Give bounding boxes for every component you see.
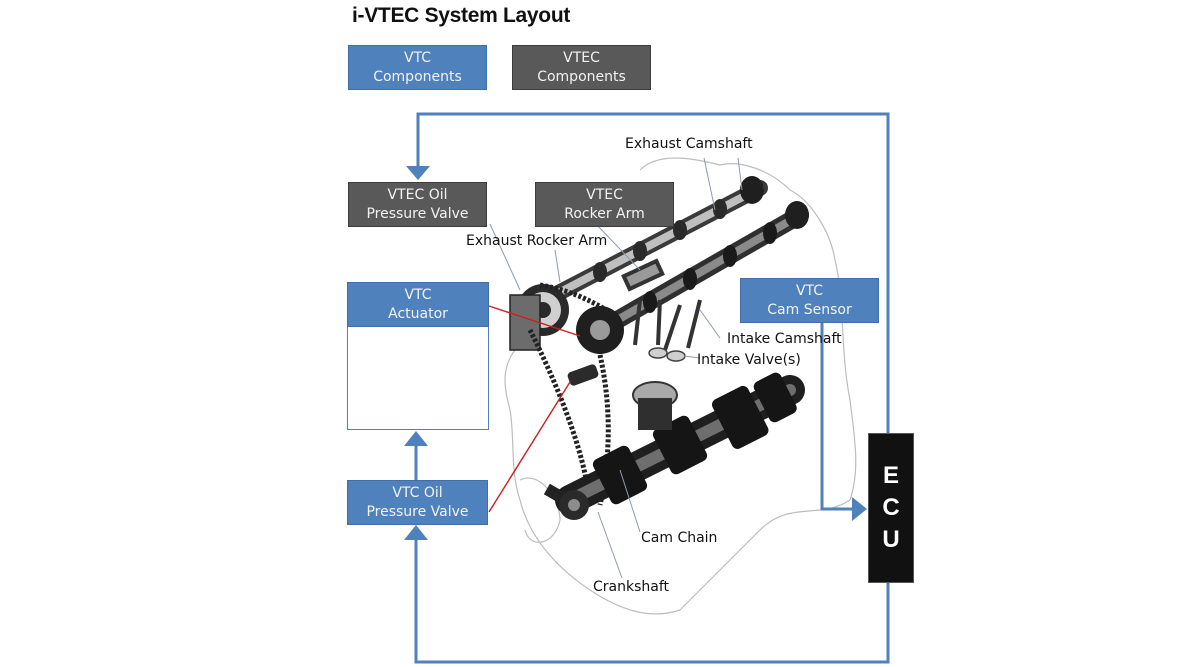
arrowhead-down-vtec-valve [406,166,430,180]
vtc-oil-pressure-valve-box: VTC Oil Pressure Valve [347,480,488,525]
flow-line-sensor-to-ecu [820,323,855,511]
ecu-letter-e: E [882,462,899,489]
callout-crankshaft: Crankshaft [593,579,670,595]
vtc-oil-valve-line2: Pressure Valve [366,503,469,520]
intake-valves-graphic [648,347,686,362]
vtc-cam-sensor-line2: Cam Sensor [767,301,852,318]
callout-leader-lines [489,157,743,579]
intake-camshaft-graphic [591,201,809,339]
flow-line-ecu-to-vtc-valve [414,537,890,664]
legend-vtec-line1: VTEC [563,49,600,66]
flow-arrowheads [404,166,867,540]
arrowhead-up-actuator [404,431,428,446]
vtc-actuator-line1: VTC [404,286,432,303]
ecu-letter-u: U [882,526,900,553]
vtec-oil-valve-line2: Pressure Valve [366,205,469,222]
vtec-rocker-arm-line1: VTEC [586,186,623,203]
vtec-oil-valve-line1: VTEC Oil [387,186,448,203]
flow-lines [414,112,890,664]
ecu-box: E C U [868,433,914,583]
callout-cam-chain: Cam Chain [641,530,718,546]
vtc-actuator-box: VTC Actuator [347,282,489,327]
arrowhead-up-vtc-valve [404,525,428,540]
page-title: i-VTEC System Layout [352,4,571,27]
legend-vtc-line2: Components [373,68,462,85]
vtc-cam-sensor-line1: VTC [795,282,824,299]
callout-intake-camshaft: Intake Camshaft [727,331,842,347]
arrowhead-right-ecu [852,497,867,521]
callout-exhaust-rocker-arm: Exhaust Rocker Arm [466,233,608,249]
vtc-oil-valve-line1: VTC Oil [392,484,443,501]
crankshaft-graphic [543,372,805,520]
legend-vtec-line2: Components [537,68,626,85]
vtec-rocker-arm-line2: Rocker Arm [564,205,645,222]
callout-exhaust-camshaft: Exhaust Camshaft [625,136,753,152]
red-leader-lines [488,305,581,513]
legend-vtc-components: VTC Components [348,45,487,90]
ecu-letter-c: C [882,494,900,521]
vtc-cam-sensor-box: VTC Cam Sensor [740,278,879,323]
vtec-oil-pressure-valve-box: VTEC Oil Pressure Valve [348,182,487,227]
flow-line-ecu-to-vtec-valve [416,112,890,433]
legend-vtec-components: VTEC Components [512,45,651,90]
cam-sprockets-graphic [509,284,624,386]
exhaust-camshaft-graphic [537,176,768,308]
vtec-rocker-arm-box: VTEC Rocker Arm [535,182,674,227]
legend-vtc-line1: VTC [403,49,432,66]
rocker-arms-graphic [621,258,702,351]
callout-intake-valves: Intake Valve(s) [697,352,801,368]
vtc-actuator-line2: Actuator [388,305,448,322]
